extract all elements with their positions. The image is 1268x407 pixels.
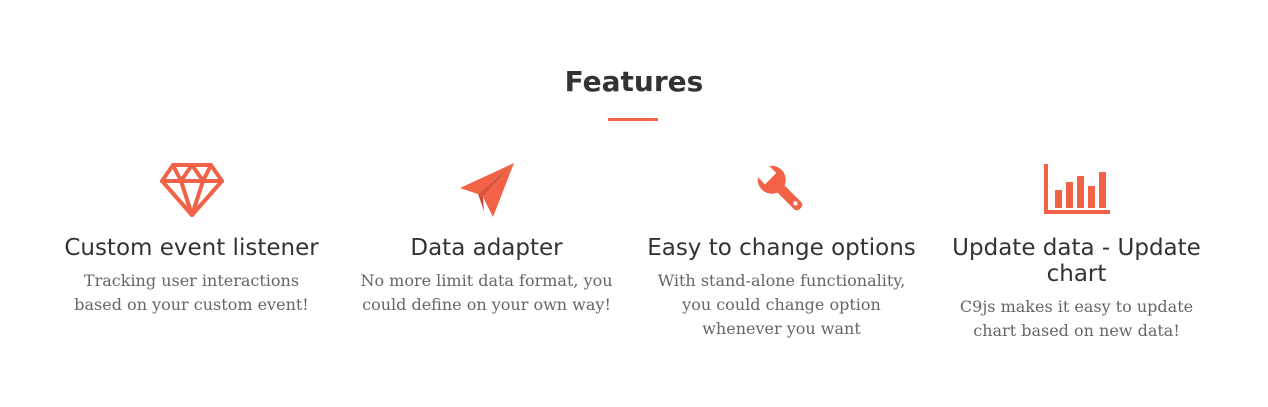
feature-description: No more limit data format, you could def… <box>360 271 613 314</box>
feature-data-adapter: Data adapter No more limit data format, … <box>339 158 634 343</box>
feature-description: C9js makes it easy to update chart based… <box>959 297 1194 340</box>
feature-title: Custom event listener <box>64 235 319 261</box>
diamond-icon <box>44 158 339 222</box>
feature-title: Update data - Update chart <box>952 235 1201 287</box>
feature-title: Data adapter <box>410 235 563 261</box>
section-title: Features <box>564 65 704 98</box>
title-underline <box>608 118 658 121</box>
bar-chart-icon <box>929 158 1224 222</box>
feature-update-data: Update data - Update chart C9js makes it… <box>929 158 1224 343</box>
features-list: Custom event listener Tracking user inte… <box>44 158 1224 343</box>
feature-title: Easy to change options <box>647 235 916 261</box>
feature-easy-options: Easy to change options With stand-alone … <box>634 158 929 343</box>
feature-description: Tracking user interactions based on your… <box>74 271 309 314</box>
wrench-icon <box>634 158 929 222</box>
feature-description: With stand-alone functionality, you coul… <box>657 271 906 338</box>
feature-custom-event-listener: Custom event listener Tracking user inte… <box>44 158 339 343</box>
paper-plane-icon <box>339 158 634 222</box>
